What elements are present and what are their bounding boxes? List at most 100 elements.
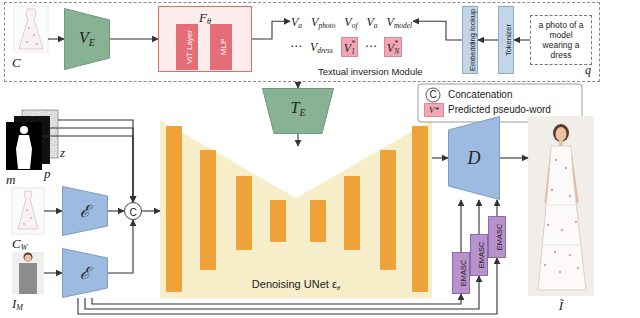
unet-region: Denoising UNet εθ (160, 146, 432, 298)
connector-arrow (44, 210, 62, 211)
encoder-symbol: V (79, 29, 89, 46)
connector-arrow (78, 258, 497, 314)
text-group: Vmodel (387, 13, 413, 30)
connector-arrow (478, 39, 498, 40)
image-symbol: p (44, 166, 51, 181)
text-group: V*1 (344, 39, 355, 55)
connector-arrow (252, 21, 290, 39)
pseudo-word-token: Vmodel (386, 12, 414, 31)
superscript: * (394, 40, 399, 47)
encoder-symbol: T (291, 99, 300, 116)
pseudo-word-token: Va (366, 12, 379, 31)
token-symbol: V (387, 15, 394, 29)
image-frame: m (6, 122, 42, 170)
mask-image (6, 122, 42, 170)
emasc-label: EMASC (495, 224, 504, 251)
encoder-trapezoid: VE (64, 8, 110, 70)
vae-decoder: D (448, 116, 500, 200)
tokenizer-bar: Tokenizer (498, 6, 514, 74)
network-symbol: F (199, 10, 207, 25)
text-group: ViT Layer (179, 30, 195, 64)
connector-arrow (432, 157, 448, 158)
subscript: E (89, 37, 95, 48)
image-frame: p (14, 116, 50, 164)
subscript: E (299, 107, 305, 118)
connector-arrow (92, 294, 461, 304)
text-group: Va (367, 13, 378, 30)
text-group: Tokenizer (498, 24, 514, 56)
connector-arrow (48, 38, 64, 39)
subscript: M (16, 303, 23, 312)
text-group: C (129, 203, 136, 219)
image-frame: z (22, 110, 58, 158)
subscript: of (352, 21, 358, 30)
warped-garment (12, 188, 44, 234)
concat-circle: C (124, 202, 142, 220)
embedding-label: Embedding lookup (468, 9, 477, 71)
trapezoid-outline (63, 187, 108, 236)
pseudo-word-token: V*1 (341, 37, 358, 57)
text-group: ℰ (80, 203, 90, 220)
text-group: MLP (213, 38, 229, 54)
text-group: CW (12, 235, 27, 252)
unet-body (160, 120, 432, 298)
prompt-box: a photo of a model wearing a dressq (530, 15, 592, 65)
legend-text: Predicted pseudo-word (448, 104, 551, 116)
decoder-symbol: D (468, 148, 481, 168)
mapping-network-box: FθViT LayerMLP (158, 6, 252, 72)
text-group: m (6, 171, 15, 187)
connector-arrow (413, 21, 462, 40)
subscript: θ (337, 284, 340, 291)
subscript: θ (207, 17, 211, 26)
token-symbol: V (311, 15, 318, 29)
emasc-label: EMASC (459, 260, 468, 287)
text-group: p (44, 165, 51, 181)
text-group: Textual inversion Module (318, 62, 423, 78)
sub-sup-stack: *1 (351, 40, 355, 55)
emasc-bar: EMASC (470, 234, 488, 276)
text-group: D (468, 149, 481, 167)
text-group: Fθ (199, 9, 211, 26)
image-frame: C (14, 6, 48, 52)
layer-bar: ViT Layer (176, 24, 198, 70)
output-symbol: Ĩ (559, 298, 563, 313)
text-group: z (60, 144, 65, 160)
connector-arrow (142, 210, 160, 211)
layer-bar: MLP (210, 24, 232, 70)
image-frame: IM (12, 252, 44, 294)
token-symbol: V (344, 41, 351, 55)
connector-arrow (297, 82, 298, 88)
sub-sup-stack: *N (394, 40, 399, 55)
image-symbol: C (12, 236, 21, 251)
image-symbol: I (12, 296, 16, 311)
text-encoder-trapezoid: TE (262, 88, 334, 134)
concat-outline (125, 203, 142, 220)
subscript: N (394, 48, 399, 55)
pseudo-word-token: Va (290, 12, 303, 31)
ellipsis: ⋯ (365, 40, 377, 52)
garment-photo (14, 6, 48, 52)
output-photo (528, 116, 594, 296)
pseudo-word-token: Vphoto (310, 12, 336, 31)
text-group: Denoising UNet εθ (252, 275, 340, 292)
emasc-bar: EMASC (488, 216, 506, 258)
subscript: 1 (351, 48, 355, 55)
vae-encoder: ℰ (62, 186, 108, 236)
embedding-bar: Embedding lookup (462, 6, 478, 74)
connector-arrow (110, 38, 158, 39)
connector-arrow (514, 39, 530, 40)
text-group: Embedding lookup (462, 9, 478, 71)
image-symbol: m (6, 172, 15, 187)
text-group: IM (12, 295, 23, 312)
text-group: VE (79, 30, 95, 48)
text-group: C (12, 54, 21, 70)
masked-person (12, 252, 44, 294)
prompt-symbol: q (585, 64, 591, 76)
pseudo-word-token: Vdress (309, 37, 334, 56)
connector-arrow (496, 200, 497, 216)
text-group: TE (291, 100, 306, 118)
layer-label: MLP (219, 38, 228, 54)
connector-arrow (478, 200, 479, 234)
swatch-symbol: V* (429, 106, 439, 115)
